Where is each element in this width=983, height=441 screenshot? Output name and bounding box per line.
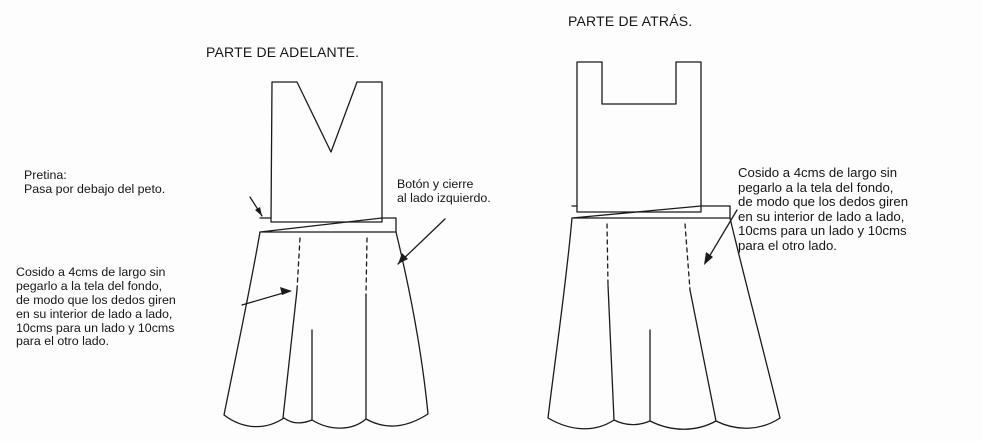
front-pleat-note: Cosido a 4cms de largo sin pegarlo a la …	[16, 265, 176, 349]
back-stitch-right	[684, 223, 691, 291]
back-pleat-note-line: Cosido a 4cms de largo sin	[738, 165, 898, 180]
front-closure-note-line: Botón y cierre	[397, 177, 474, 191]
front-waistband	[259, 217, 397, 233]
front-arrowhead-closure	[398, 253, 408, 264]
front-pleat-note-line: pegarlo a la tela del fondo,	[16, 278, 163, 293]
back-arrow-pleat	[705, 209, 738, 263]
front-pleat-note-line: 10cms para un lado y 10cms	[16, 320, 175, 335]
front-arrowhead-pleat	[280, 287, 292, 295]
front-pleat-note-line: Cosido a 4cms de largo sin	[16, 265, 166, 279]
front-arrow-closure	[397, 218, 446, 265]
front-garment	[223, 81, 446, 429]
back-garment	[547, 61, 781, 430]
front-bib	[270, 81, 383, 223]
back-stitch-left	[606, 223, 609, 286]
front-waistband-note-line: Pretina:	[24, 168, 67, 182]
back-bib	[576, 61, 702, 213]
front-skirt	[223, 231, 429, 429]
back-pleat-right	[689, 289, 717, 422]
back-pleat-note-line: de modo que los dedos giren	[738, 194, 909, 210]
front-closure-note: Botón y cierre al lado izquierdo.	[397, 177, 491, 206]
back-pleat-note-line: para el otro lado.	[738, 237, 837, 253]
front-waistband-note-line: Pasa por debajo del peto.	[24, 181, 166, 196]
front-stitch-right	[365, 237, 368, 296]
front-pleat-left	[282, 289, 298, 419]
back-arrowhead-pleat	[704, 252, 713, 265]
front-closure-note-line: al lado izquierdo.	[397, 190, 491, 205]
back-pleat-note-line: pegarlo a la tela del fondo,	[738, 179, 894, 195]
front-pleat-note-line: de modo que los dedos giren	[16, 292, 176, 307]
back-pleat-note: Cosido a 4cms de largo sin pegarlo a la …	[738, 165, 909, 253]
front-pleat-note-line: en su interior de lado a lado,	[16, 306, 173, 321]
back-pleat-note-line: 10cms para un lado y 10cms	[738, 223, 907, 239]
front-waistband-note: Pretina: Pasa por debajo del peto.	[24, 168, 166, 197]
front-stitch-left	[296, 237, 301, 291]
back-title: PARTE DE ATRÁS.	[568, 13, 693, 29]
front-title: PARTE DE ADELANTE.	[206, 44, 360, 60]
front-arrowhead-waistband	[255, 207, 262, 216]
front-pleat-note-line: para el otro lado.	[16, 334, 109, 349]
back-pleat-left	[607, 284, 615, 421]
back-pleat-note-line: en su interior de lado a lado,	[738, 208, 905, 224]
